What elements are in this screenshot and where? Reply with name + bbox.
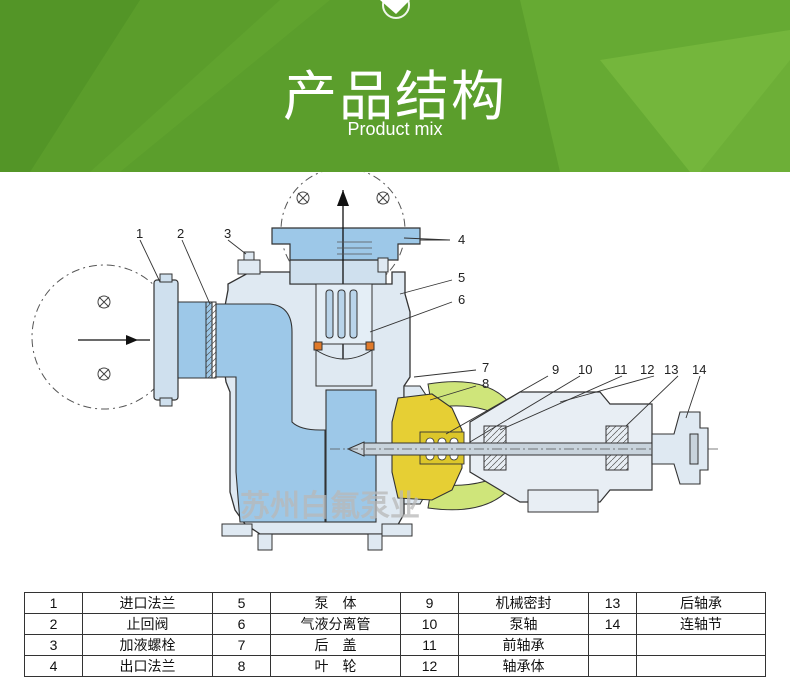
table-row: 3 加液螺栓 7 后 盖 11 前轴承	[24, 634, 766, 656]
part-name: 机械密封	[458, 592, 589, 614]
part-number: 10	[400, 613, 459, 635]
part-number: 3	[24, 634, 83, 656]
callout-7: 7	[482, 360, 489, 375]
table-row: 2 止回阀 6 气液分离管 10 泵轴 14 连轴节	[24, 613, 766, 635]
callout-6: 6	[458, 292, 465, 307]
part-name: 前轴承	[458, 634, 589, 656]
coupling	[651, 411, 709, 485]
part-name: 泵轴	[458, 613, 589, 635]
callout-4: 4	[458, 232, 465, 247]
table-row: 1 进口法兰 5 泵 体 9 机械密封 13 后轴承	[24, 592, 766, 614]
part-name: 止回阀	[82, 613, 213, 635]
fill-bolt	[237, 259, 261, 275]
callout-3: 3	[224, 226, 231, 241]
part-name	[636, 655, 766, 677]
part-number: 6	[212, 613, 271, 635]
table-row: 4 出口法兰 8 叶 轮 12 轴承体	[24, 655, 766, 677]
callout-5: 5	[458, 270, 465, 285]
part-name: 叶 轮	[270, 655, 401, 677]
callout-12: 12	[640, 362, 654, 377]
callout-11: 11	[614, 362, 628, 377]
header-banner: 产品结构 Product mix	[0, 0, 790, 172]
pump-structure-diagram: 1 2 3 4 5 6 7 8 9 10 11 12 13 14 苏州白氟泵业	[31, 172, 720, 551]
part-name: 后轴承	[636, 592, 766, 614]
part-name	[636, 634, 766, 656]
suction-chamber	[215, 303, 326, 523]
watermark: 苏州白氟泵业	[240, 489, 420, 524]
callout-2: 2	[177, 226, 184, 241]
part-name: 出口法兰	[82, 655, 213, 677]
part-number: 4	[24, 655, 83, 677]
part-number: 8	[212, 655, 271, 677]
banner-background	[0, 0, 790, 172]
callout-10: 10	[578, 362, 592, 377]
part-number: 11	[400, 634, 459, 656]
gas-liquid-separator	[325, 289, 358, 339]
callout-1: 1	[136, 226, 143, 241]
discharge-chamber	[325, 389, 377, 523]
part-number: 5	[212, 592, 271, 614]
part-number: 14	[588, 613, 637, 635]
part-name: 连轴节	[636, 613, 766, 635]
parts-table: 1 进口法兰 5 泵 体 9 机械密封 13 后轴承 2 止回阀 6 气液分离管…	[24, 592, 766, 677]
part-name: 进口法兰	[82, 592, 213, 614]
part-name: 后 盖	[270, 634, 401, 656]
inlet-arrow-icon	[126, 335, 138, 345]
part-number: 1	[24, 592, 83, 614]
part-number	[588, 655, 637, 677]
part-number: 12	[400, 655, 459, 677]
callout-9: 9	[552, 362, 559, 377]
part-name: 气液分离管	[270, 613, 401, 635]
check-valve	[205, 301, 217, 379]
part-number: 13	[588, 592, 637, 614]
chevron-down-icon	[380, 0, 410, 14]
page-title: 产品结构	[283, 65, 507, 128]
outlet-arrow-icon	[337, 190, 349, 206]
page-subtitle: Product mix	[347, 119, 443, 139]
flange-bolts	[97, 191, 390, 381]
part-name: 加液螺栓	[82, 634, 213, 656]
part-number: 9	[400, 592, 459, 614]
outlet-flange	[271, 227, 421, 261]
callout-14: 14	[692, 362, 706, 377]
part-number	[588, 634, 637, 656]
callout-13: 13	[664, 362, 678, 377]
part-name: 泵 体	[270, 592, 401, 614]
callout-8: 8	[482, 376, 489, 391]
part-number: 2	[24, 613, 83, 635]
inlet-flange	[153, 279, 179, 401]
part-number: 7	[212, 634, 271, 656]
part-name: 轴承体	[458, 655, 589, 677]
